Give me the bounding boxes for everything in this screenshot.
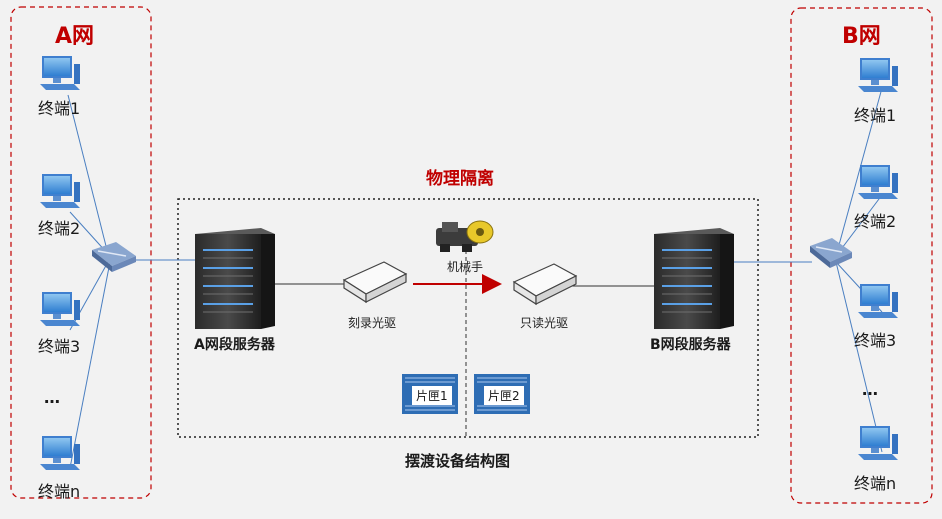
burn-drive-icon (342, 261, 408, 304)
terminal-b2-label: 终端2 (854, 212, 897, 231)
terminal-b-ellipsis: … (862, 380, 878, 399)
read-drive-label: 只读光驱 (520, 316, 569, 330)
terminal-a2-computer-icon (40, 174, 80, 208)
server-a-icon (195, 228, 275, 329)
cartridge-1-label: 片匣1 (412, 386, 452, 405)
robot-arm-icon (436, 220, 494, 252)
terminal-a2-label: 终端2 (38, 219, 81, 238)
switch-icon-b (810, 238, 852, 268)
terminal-b2-computer-icon (858, 165, 898, 199)
ferry-device-box (177, 198, 759, 438)
robot-arm-label: 机械手 (447, 260, 484, 274)
terminal-an-label: 终端n (38, 482, 81, 501)
terminal-a1-label: 终端1 (38, 99, 81, 118)
network-a-title: A网 (55, 24, 95, 49)
server-b-label: B网段服务器 (650, 337, 731, 353)
terminal-b3-label: 终端3 (854, 331, 897, 350)
server-b-icon (654, 228, 734, 329)
network-a-border (10, 6, 152, 499)
switch-icon-a (92, 242, 136, 272)
terminal-an-computer-icon (40, 436, 80, 470)
isolation-label: 物理隔离 (426, 169, 494, 189)
terminal-b1-computer-icon (858, 58, 898, 92)
cartridge-2-label: 片匣2 (484, 386, 524, 405)
diagram-caption: 摆渡设备结构图 (405, 452, 511, 470)
terminal-bn-computer-icon (858, 426, 898, 460)
terminal-bn-label: 终端n (854, 474, 897, 493)
burn-drive-label: 刻录光驱 (348, 316, 397, 330)
terminal-a3-computer-icon (40, 292, 80, 326)
terminal-a3-label: 终端3 (38, 337, 81, 356)
read-drive-icon (512, 263, 578, 306)
terminal-b3-computer-icon (858, 284, 898, 318)
terminal-a1-computer-icon (40, 56, 80, 90)
network-b-title: B网 (842, 24, 881, 49)
terminal-b1-label: 终端1 (854, 106, 897, 125)
terminal-a-ellipsis: … (44, 388, 60, 407)
network-b-border (790, 7, 933, 504)
server-a-label: A网段服务器 (194, 337, 275, 353)
